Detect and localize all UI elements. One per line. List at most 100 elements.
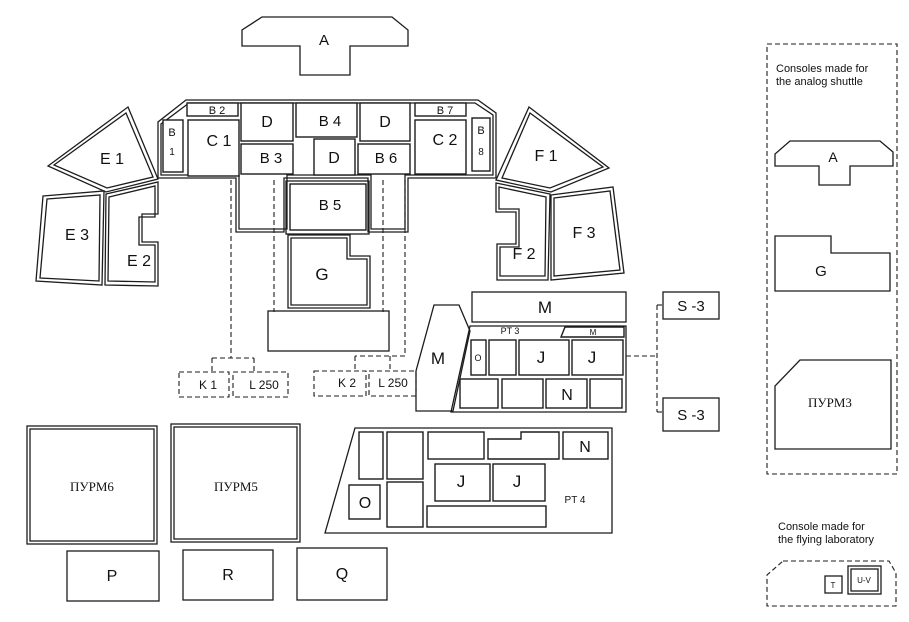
panel-j1 <box>518 339 570 376</box>
label-g: G <box>315 265 328 284</box>
panel-pt4-blank-4 <box>487 431 560 460</box>
connectors-right <box>354 180 406 372</box>
panel-d-left <box>240 102 294 142</box>
legend-lab-frame <box>766 560 897 607</box>
label-o-small: O <box>474 353 481 363</box>
panel-b6 <box>357 143 411 175</box>
label-s3-top: S -3 <box>677 298 705 315</box>
legend-console-purm3 <box>774 359 892 450</box>
panel-unlabeled-center <box>267 310 390 352</box>
panel-o-small <box>470 339 487 376</box>
label-m-small: M <box>590 328 597 337</box>
label-m-top: M <box>538 298 552 317</box>
panel-d-right <box>359 102 411 142</box>
panel-b3 <box>240 143 294 175</box>
label-b8-letter: B <box>477 125 484 137</box>
label-o-big: O <box>359 495 371 512</box>
panel-c2 <box>414 119 467 175</box>
panel-blank-2 <box>459 378 499 409</box>
legend-panel-t <box>824 575 843 594</box>
label-b7: B 7 <box>437 105 454 117</box>
label-b5: B 5 <box>319 197 342 214</box>
label-d-middle: D <box>328 150 340 167</box>
panel-b5-inner <box>289 183 367 231</box>
label-k2: K 2 <box>338 376 356 390</box>
legend-analog-title-2: the analog shuttle <box>776 76 863 88</box>
label-j2: J <box>588 348 597 367</box>
panel-b7 <box>414 102 467 117</box>
label-f3: F 3 <box>572 225 595 242</box>
label-k1: K 1 <box>199 378 217 392</box>
legend-flying-laboratory: Console made for the flying laboratory T… <box>766 521 897 607</box>
label-pt3: PT 3 <box>501 326 520 336</box>
legend-label-a: A <box>828 149 838 165</box>
label-pt4: PT 4 <box>565 495 586 506</box>
panel-f3: F 3 <box>550 186 625 281</box>
connectors-left <box>211 180 275 372</box>
panel-j4 <box>492 463 546 502</box>
panel-b8 <box>471 117 491 172</box>
panel-b1 <box>162 119 184 173</box>
panel-e3: E 3 <box>35 190 105 286</box>
label-b1-number: 1 <box>169 147 175 158</box>
legend-console-a <box>774 140 894 186</box>
block-k2 <box>313 370 367 397</box>
legend-lab-title-2: the flying laboratory <box>778 534 874 546</box>
label-purm6: ПУРМ6 <box>70 479 114 494</box>
legend-analog-title-1: Consoles made for <box>776 63 869 75</box>
legend-analog-shuttle: Consoles made for the analog shuttle A G… <box>766 43 898 475</box>
block-l250-left <box>232 371 289 398</box>
label-d-left: D <box>261 114 273 131</box>
panel-b2 <box>186 102 239 117</box>
console-q <box>296 547 388 601</box>
panel-pt4: N O J J PT 4 <box>324 427 613 534</box>
legend-analog-frame <box>766 43 898 475</box>
label-e1: E 1 <box>100 151 124 168</box>
panel-blank-3 <box>501 378 544 409</box>
panel-blank-4 <box>589 378 623 409</box>
label-j3: J <box>457 472 466 491</box>
label-j4: J <box>513 472 522 491</box>
panel-pt4-blank-6 <box>426 505 547 528</box>
console-r <box>182 549 274 601</box>
label-l250-right: L 250 <box>378 376 408 390</box>
panel-e2: E 2 <box>104 181 159 287</box>
console-purm5: ПУРМ5 <box>170 423 301 543</box>
console-p <box>66 550 160 602</box>
label-c2: C 2 <box>433 132 458 149</box>
panel-n2 <box>562 431 609 460</box>
panel-pt4-blank-2 <box>386 431 424 480</box>
panel-m-small <box>559 326 625 338</box>
panel-pt4-blank-5 <box>386 481 424 528</box>
label-s3-bottom: S -3 <box>677 407 705 424</box>
panel-m-tall: M <box>415 304 471 412</box>
panel-pt4-blank-3 <box>427 431 485 460</box>
label-l250-left: L 250 <box>249 378 279 392</box>
panel-f1: F 1 <box>495 105 611 193</box>
panel-pt4-blank-1 <box>358 431 384 480</box>
label-j1: J <box>537 348 546 367</box>
legend-label-t: T <box>831 581 836 590</box>
block-k1 <box>178 371 230 398</box>
legend-label-purm3: ПУРМ3 <box>808 395 852 410</box>
panel-d-middle <box>313 138 356 176</box>
label-a: A <box>319 32 329 49</box>
panel-f2: F 2 <box>495 182 551 281</box>
panel-b5 <box>285 180 370 235</box>
label-b4: B 4 <box>319 113 342 130</box>
legend-panel-uv <box>847 565 882 595</box>
label-purm5: ПУРМ5 <box>214 479 258 494</box>
label-f1: F 1 <box>534 148 557 165</box>
label-b1-letter: B <box>168 127 175 139</box>
label-m-tall: M <box>431 349 445 368</box>
label-b3: B 3 <box>260 150 283 167</box>
panel-b4 <box>295 102 358 138</box>
label-c1: C 1 <box>207 133 232 150</box>
label-f2: F 2 <box>512 246 535 263</box>
panel-g: G <box>287 234 371 309</box>
block-s3-bottom <box>662 397 720 432</box>
legend-lab-title-1: Console made for <box>778 521 865 533</box>
label-n2: N <box>579 439 591 456</box>
label-p: P <box>107 568 118 585</box>
